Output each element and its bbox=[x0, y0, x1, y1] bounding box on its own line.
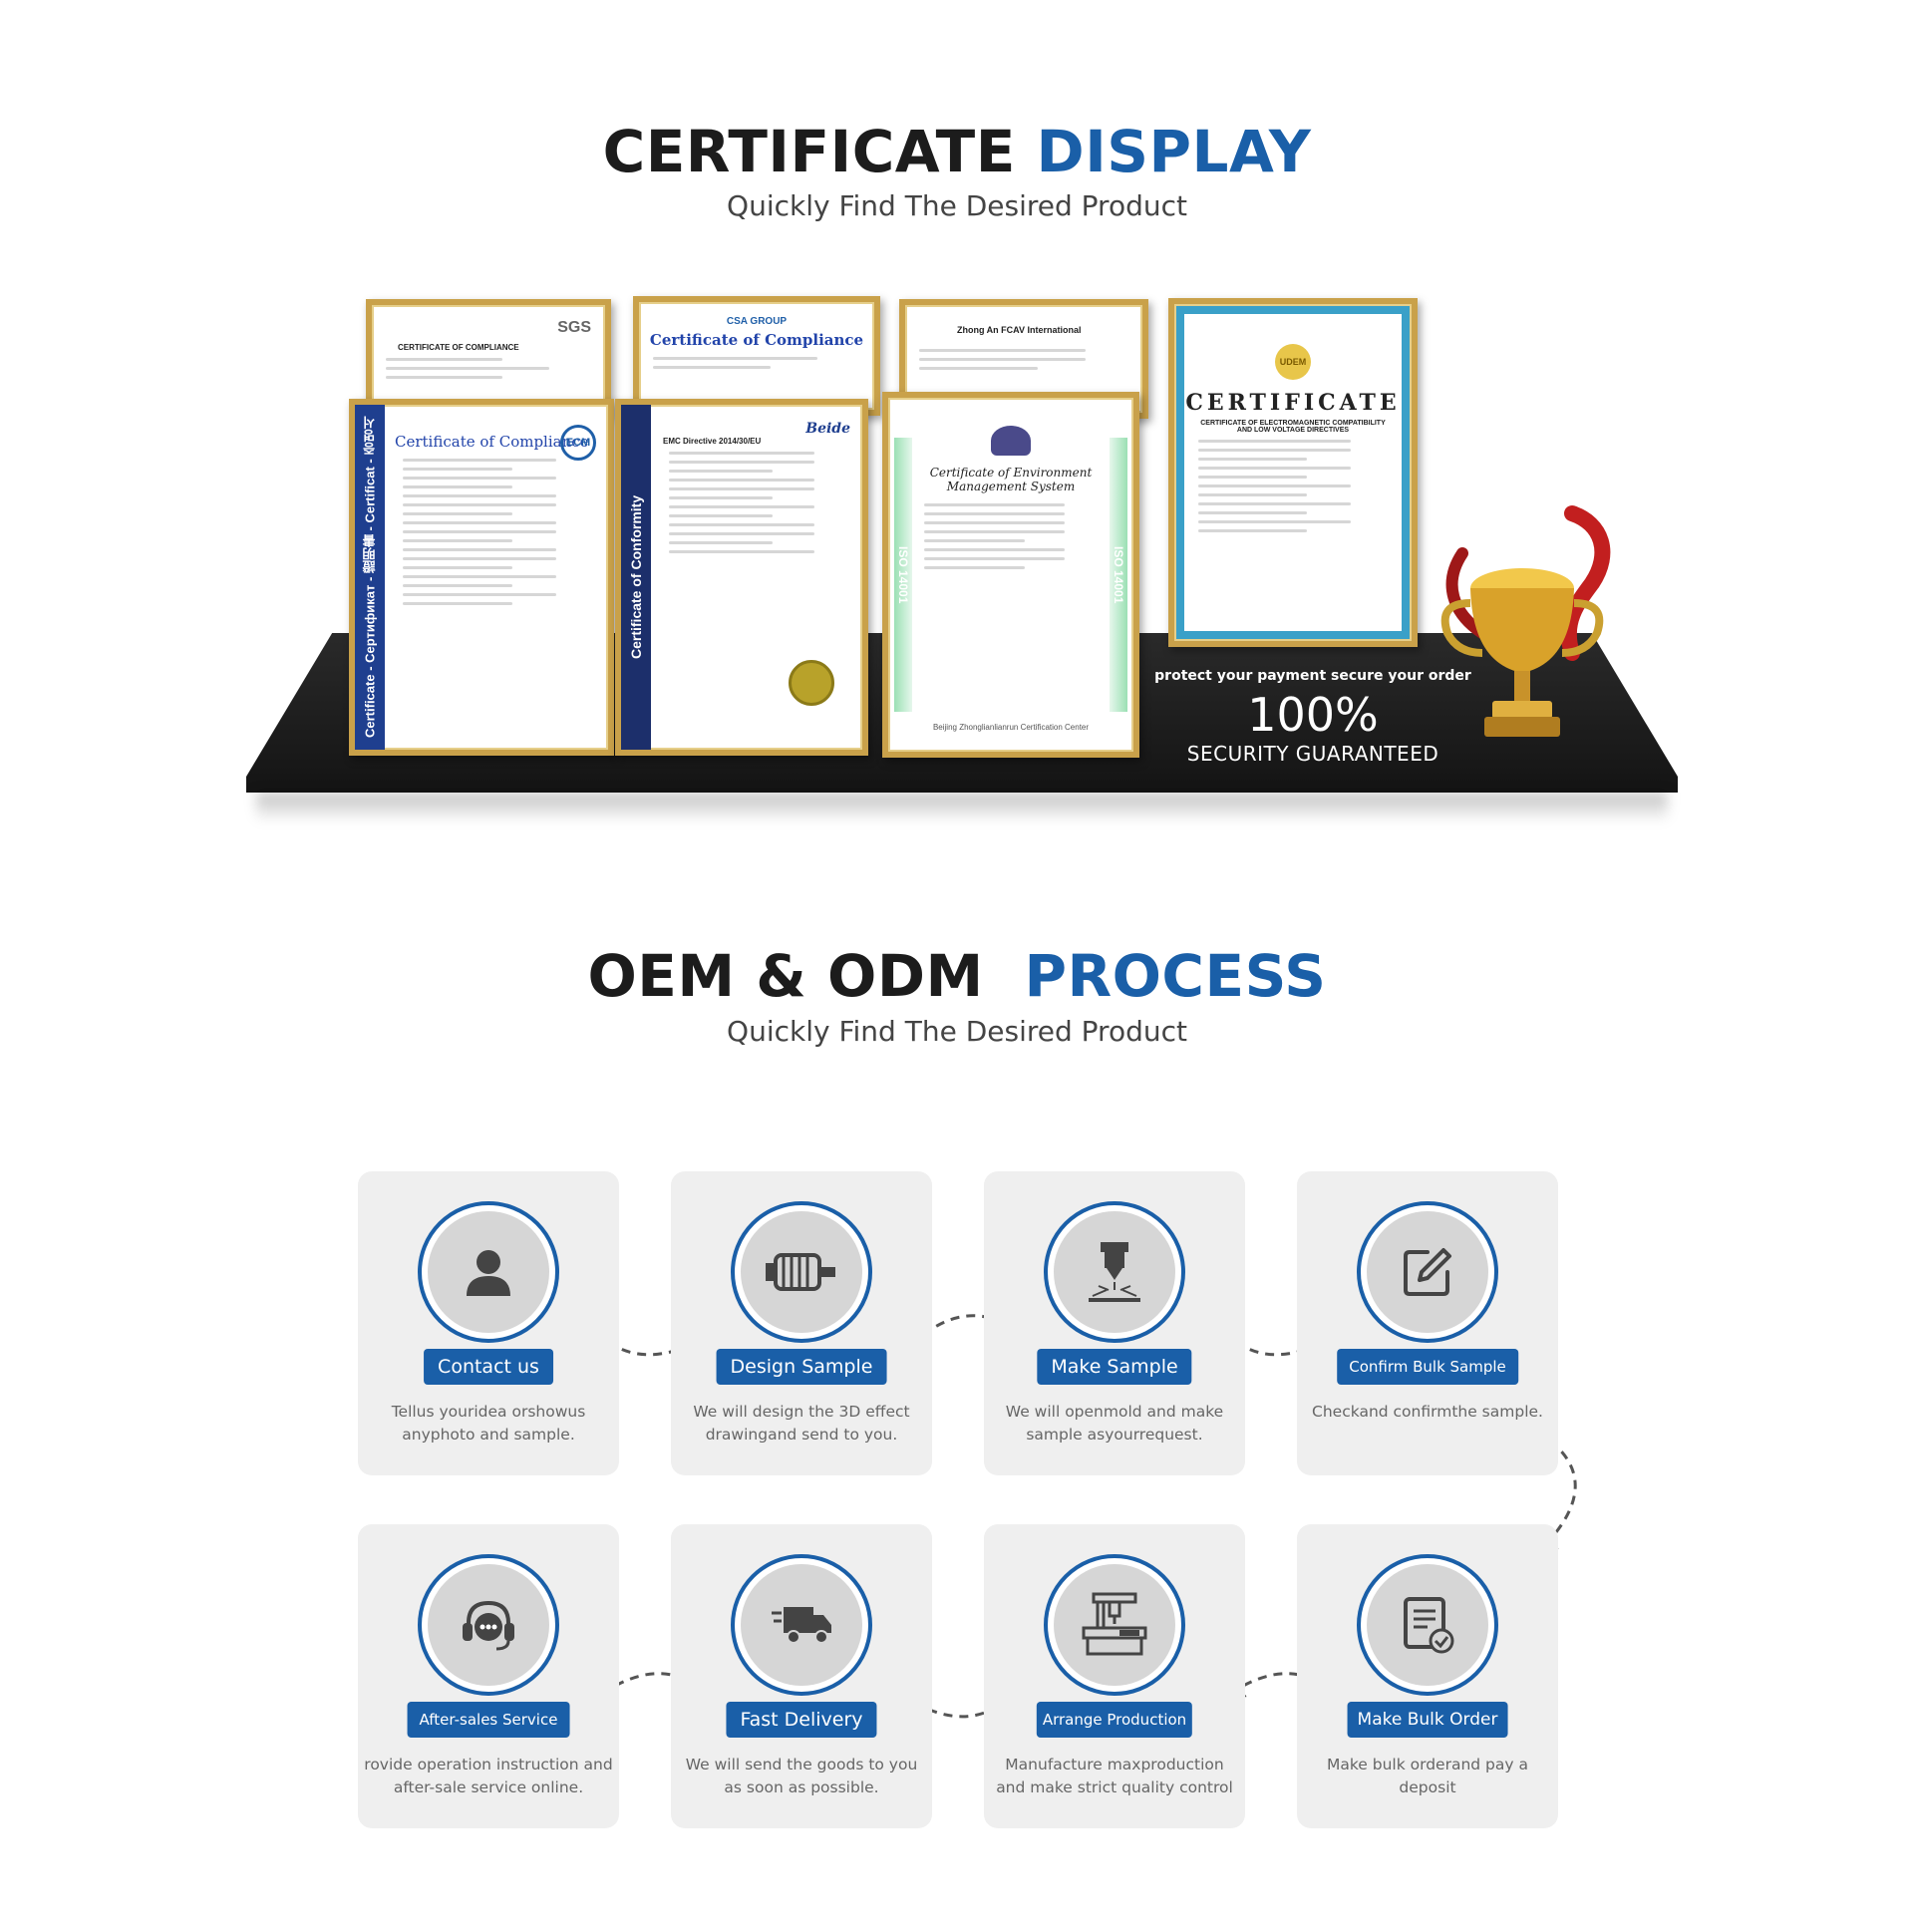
process-step-after-sales-service: After-sales Service rovide operation ins… bbox=[358, 1524, 619, 1828]
user-icon bbox=[467, 1250, 510, 1296]
csa-logo: CSA GROUP bbox=[726, 316, 788, 327]
security-percent: 100% bbox=[1247, 688, 1379, 742]
trophy-icon bbox=[1440, 505, 1611, 737]
laser-cutter-icon bbox=[1089, 1242, 1140, 1302]
step-label: Design Sample bbox=[716, 1349, 887, 1385]
certificate-title-blue: DISPLAY bbox=[1036, 118, 1312, 185]
process-step-design-sample: Design Sample We will design the 3D effe… bbox=[671, 1171, 932, 1475]
step-icon-ring bbox=[418, 1201, 559, 1343]
edit-icon bbox=[1404, 1248, 1451, 1296]
certificate-showcase: SGS CERTIFICATE OF COMPLIANCE CSA GROUP … bbox=[246, 294, 1678, 822]
process-title-dark: OEM & ODM bbox=[587, 942, 984, 1010]
step-label: Fast Delivery bbox=[726, 1702, 877, 1738]
security-line-1: protect your payment secure your order bbox=[1154, 668, 1471, 684]
step-label: Confirm Bulk Sample bbox=[1337, 1349, 1518, 1385]
shelf-shadow bbox=[256, 793, 1668, 822]
process-step-make-sample: Make Sample We will openmold and make sa… bbox=[984, 1171, 1245, 1475]
truck-icon bbox=[772, 1607, 831, 1644]
motor-icon bbox=[766, 1253, 835, 1291]
process-step-fast-delivery: Fast Delivery We will send the goods to … bbox=[671, 1524, 932, 1828]
iso-band-right: ISO 14001 bbox=[1110, 438, 1127, 712]
certificate-iso14001: ISO 14001 ISO 14001 Certificate of Envir… bbox=[882, 392, 1139, 758]
step-icon-ring bbox=[418, 1554, 559, 1696]
step-description: Checkand confirmthe sample. bbox=[1312, 1403, 1543, 1421]
certificate-title-dark: CERTIFICATE bbox=[602, 118, 1016, 185]
certificate-title: Zhong An FCAV International bbox=[957, 325, 1082, 335]
step-description: We will design the 3D effect drawingand … bbox=[693, 1403, 910, 1444]
step-icon-ring bbox=[1357, 1554, 1498, 1696]
security-line-3: SECURITY GUARANTEED bbox=[1186, 742, 1439, 766]
beide-logo: Beide bbox=[805, 421, 850, 437]
process-step-arrange-production: Arrange Production Manufacture maxproduc… bbox=[984, 1524, 1245, 1828]
certificate-issuer: Beijing Zhonglianlianrun Certification C… bbox=[932, 723, 1090, 732]
certificate-title: Certificate of Environment Management Sy… bbox=[929, 466, 1093, 493]
process-step-make-bulk-order: Make Bulk Order Make bulk orderand pay a… bbox=[1297, 1524, 1558, 1828]
iso-band-left: ISO 14001 bbox=[894, 438, 912, 712]
security-guarantee: protect your payment secure your order 1… bbox=[1133, 668, 1492, 766]
gold-seal-icon bbox=[789, 660, 834, 706]
process-step-confirm-bulk-sample: Confirm Bulk Sample Checkand confirmthe … bbox=[1297, 1171, 1558, 1475]
step-icon-ring bbox=[731, 1554, 872, 1696]
step-label: Arrange Production bbox=[1036, 1702, 1193, 1738]
certificate-section-subtitle: Quickly Find The Desired Product bbox=[727, 189, 1187, 222]
certificate-title: Certificate of Compliance bbox=[649, 331, 864, 349]
certificate-title: Certificate of Compliance bbox=[395, 433, 589, 451]
step-icon-ring bbox=[731, 1201, 872, 1343]
step-description: We will send the goods to you as soon as… bbox=[685, 1756, 918, 1796]
certification-emblem-icon bbox=[991, 426, 1031, 456]
certificate-beide: Certificate of Conformity Beide EMC Dire… bbox=[615, 399, 868, 756]
machine-icon bbox=[1082, 1592, 1147, 1656]
certificate-title: CERTIFICATE OF COMPLIANCE bbox=[398, 343, 519, 352]
document-check-icon bbox=[1404, 1597, 1454, 1654]
sgs-logo: SGS bbox=[557, 319, 591, 336]
certificate-section-title: CERTIFICATE DISPLAY bbox=[0, 118, 1914, 185]
step-label: Make Sample bbox=[1037, 1349, 1192, 1385]
process-step-contact-us: Contact us Tellus youridea orshowus anyp… bbox=[358, 1171, 619, 1475]
step-icon-ring bbox=[1044, 1554, 1185, 1696]
step-description: rovide operation instruction and after-s… bbox=[364, 1756, 613, 1796]
certificate-csa: CSA GROUP Certificate of Compliance bbox=[633, 296, 880, 416]
certificate-side-band: Certificate of Conformity bbox=[621, 405, 651, 750]
certificate-udem: UDEM CERTIFICATE CERTIFICATE OF ELECTROM… bbox=[1168, 298, 1418, 647]
step-description: Tellus youridea orshowus anyphoto and sa… bbox=[391, 1403, 586, 1444]
step-label: After-sales Service bbox=[407, 1702, 570, 1738]
step-label: Make Bulk Order bbox=[1347, 1702, 1508, 1738]
certificate-title: EMC Directive 2014/30/EU bbox=[663, 437, 762, 446]
process-section-subtitle: Quickly Find The Desired Product bbox=[727, 1015, 1187, 1048]
certificate-subtitle: CERTIFICATE OF ELECTROMAGNETIC COMPATIBI… bbox=[1200, 420, 1386, 434]
udem-logo: UDEM bbox=[1275, 344, 1311, 380]
process-section-title: OEM & ODM PROCESS bbox=[0, 942, 1914, 1010]
step-description: Make bulk orderand pay a deposit bbox=[1327, 1756, 1528, 1796]
ecm-logo: ECM bbox=[560, 425, 596, 461]
step-icon-ring bbox=[1357, 1201, 1498, 1343]
step-description: Manufacture maxproduction and make stric… bbox=[996, 1756, 1233, 1796]
process-title-blue: PROCESS bbox=[1024, 942, 1327, 1010]
certificate-side-band: Certificate - Сертификат - 證明書 - Certifi… bbox=[355, 405, 385, 750]
certificate-ecm: Certificate - Сертификат - 證明書 - Certifi… bbox=[349, 399, 614, 756]
step-label: Contact us bbox=[424, 1349, 553, 1385]
step-description: We will openmold and make sample asyourr… bbox=[1005, 1403, 1224, 1444]
headset-icon bbox=[463, 1600, 514, 1651]
certificate-title: CERTIFICATE bbox=[1185, 390, 1401, 416]
step-icon-ring bbox=[1044, 1201, 1185, 1343]
